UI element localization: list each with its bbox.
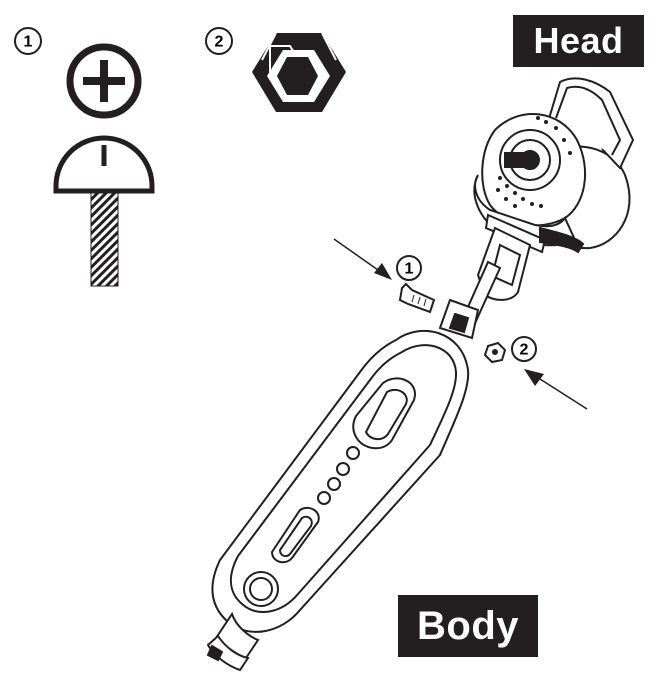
hex-nut-icon [252,32,346,112]
body-assembly [206,298,480,672]
head-assembly [458,77,635,332]
body-label: Body [398,595,538,657]
head-label: Head [513,15,644,67]
phillips-screw-icon [53,43,155,287]
nut-arrow [524,369,588,410]
screw-arrow [333,238,392,280]
nut-part [483,341,507,364]
legend-number-2-circle [205,27,233,55]
callout-2: 2 [511,336,537,362]
screw-part [398,282,436,314]
legend-number-2: 2 [215,34,224,51]
callout-1: 1 [396,255,422,281]
legend-item-1: 1 [14,27,155,287]
legend-number-1: 1 [24,34,33,51]
callout-2-number: 2 [520,342,529,359]
callout-1-number: 1 [405,261,414,278]
legend-item-2: 2 [205,27,346,112]
legend-number-1-circle [14,27,42,55]
